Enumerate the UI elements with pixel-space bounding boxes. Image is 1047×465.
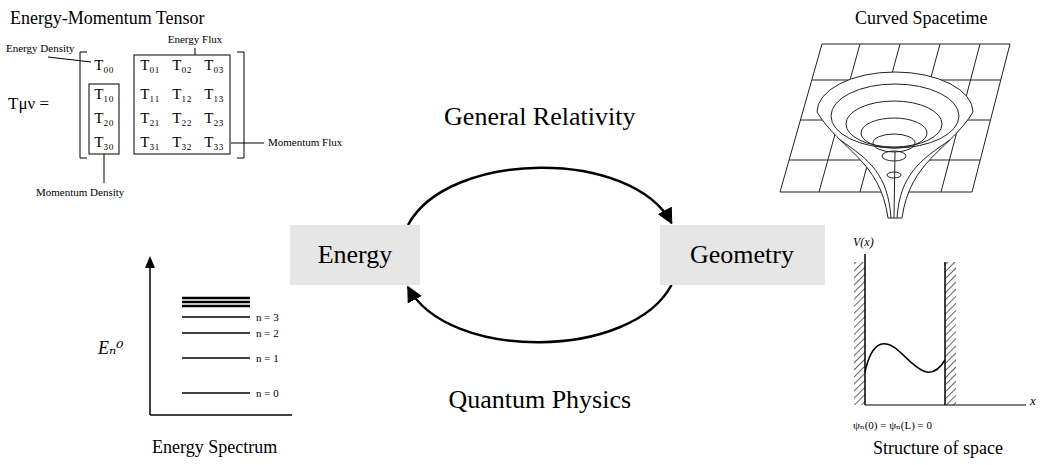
matrix-entry: T₂₀	[94, 110, 114, 127]
figure-part	[861, 118, 927, 148]
matrix-entry: T₃₀	[94, 134, 114, 151]
matrix-entry: T₂₁	[140, 110, 160, 127]
matrix-entry: T₃₁	[140, 134, 160, 151]
matrix-entry: T₃₃	[204, 134, 224, 151]
figure-part	[80, 52, 87, 158]
figure-part	[182, 357, 250, 359]
figure-part	[873, 134, 915, 152]
arrow-label: General Relativity	[441, 102, 638, 132]
figure-part	[182, 297, 250, 300]
matrix-entry: T₀₂	[172, 57, 192, 74]
level-label: n = 1	[256, 352, 279, 365]
boundary-condition: ψₙ(0) = ψₙ(L) = 0	[853, 419, 932, 432]
figure-caption: Energy Spectrum	[152, 437, 277, 458]
figure-part	[150, 414, 292, 416]
figure-part	[48, 57, 91, 62]
matrix-entry: T₂₂	[172, 110, 192, 127]
figure-part	[134, 55, 230, 154]
matrix-entry: T₁₃	[204, 86, 224, 103]
figure-part	[817, 72, 973, 218]
annotation: Energy Density	[6, 42, 75, 55]
figure-part	[182, 301, 250, 304]
figure-part	[864, 254, 866, 405]
figure-part	[894, 152, 895, 218]
tensor-matrix-frame	[48, 48, 264, 183]
figure-part	[182, 316, 250, 318]
axis-label: x	[1030, 394, 1036, 409]
figure-part	[840, 140, 891, 218]
matrix-entry: T₀₁	[140, 57, 160, 74]
figure-part	[182, 305, 250, 308]
curved-arrow	[408, 285, 672, 342]
concept-box: Geometry	[660, 225, 825, 285]
figure-part	[944, 262, 946, 405]
figure-part	[854, 262, 865, 405]
figure-part	[231, 143, 264, 144]
axis-label: Eₙ⁰	[98, 338, 124, 359]
matrix-entry: T₁₀	[94, 86, 114, 103]
potential-well-plot	[854, 254, 1026, 405]
matrix-entry: T₀₃	[204, 57, 224, 74]
matrix-entry: T₀₀	[94, 57, 114, 74]
matrix-entry: T₁₁	[140, 86, 160, 103]
annotation: Momentum Flux	[268, 136, 342, 149]
figure-part	[195, 48, 196, 55]
figure-title: Curved Spacetime	[855, 8, 987, 29]
math-symbol: Tμν =	[8, 94, 49, 114]
matrix-entry: T₃₂	[172, 134, 192, 151]
annotation: Energy Flux	[168, 33, 223, 46]
figure-part	[237, 52, 244, 158]
concept-text: Energy	[318, 240, 393, 270]
figure-part	[887, 172, 901, 178]
figure-part	[149, 264, 151, 415]
energy-spectrum-plot	[145, 256, 292, 415]
figure-part	[865, 344, 945, 372]
figure-part	[945, 262, 956, 405]
matrix-entry: T₁₂	[172, 86, 192, 103]
figure-part	[846, 101, 942, 147]
figure-part	[897, 140, 950, 218]
figure-part	[882, 151, 906, 161]
matrix-entry: T₂₃	[204, 110, 224, 127]
arrow-label: Quantum Physics	[445, 385, 634, 415]
concept-text: Geometry	[690, 240, 794, 270]
figure-part	[89, 84, 119, 154]
axis-label: V(x)	[853, 236, 874, 250]
figure-part	[831, 84, 959, 148]
annotation: Momentum Density	[36, 186, 124, 199]
figure-title: Energy-Momentum Tensor	[10, 8, 205, 29]
level-label: n = 2	[256, 327, 279, 340]
figure-part	[182, 332, 250, 334]
curved-arrow	[408, 168, 672, 225]
concept-box: Energy	[290, 225, 420, 285]
figure-part	[182, 392, 250, 394]
figure-part	[145, 256, 155, 268]
figure-caption: Structure of space	[873, 438, 1003, 459]
curved-spacetime-figure	[780, 44, 1010, 218]
level-label: n = 0	[256, 387, 279, 400]
level-label: n = 3	[256, 311, 279, 324]
figure-part	[865, 404, 1026, 405]
figure-part	[104, 154, 105, 183]
